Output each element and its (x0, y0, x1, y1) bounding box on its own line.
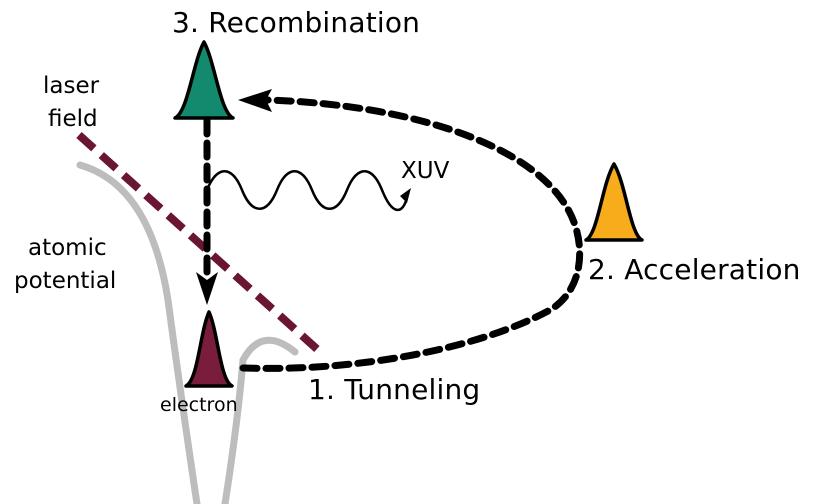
laser-field-line (76, 132, 321, 353)
acceleration-label: 2. Acceleration (588, 253, 801, 286)
atomic-potential-label-line1: atomic (28, 235, 107, 261)
xuv-label: XUV (401, 158, 450, 184)
trajectory-arrowhead (238, 89, 272, 112)
recombination-label: 3. Recombination (172, 6, 421, 39)
atomic-potential-label-line2: potential (14, 268, 117, 294)
electron-wavepacket (184, 310, 234, 388)
xuv-wave (205, 170, 409, 211)
xuv-arrowhead (400, 188, 411, 203)
accelerated-wavepacket (584, 162, 644, 242)
atomic-potential-curve (76, 161, 299, 504)
return-arrowhead (196, 272, 218, 305)
laser-field-label-line2: field (48, 106, 98, 132)
recombination-wavepacket (173, 40, 235, 120)
laser-field-label-line1: laser (43, 73, 100, 99)
tunneling-label: 1. Tunneling (308, 373, 481, 406)
electron-label: electron (160, 394, 238, 416)
trajectory-loop (239, 96, 584, 372)
